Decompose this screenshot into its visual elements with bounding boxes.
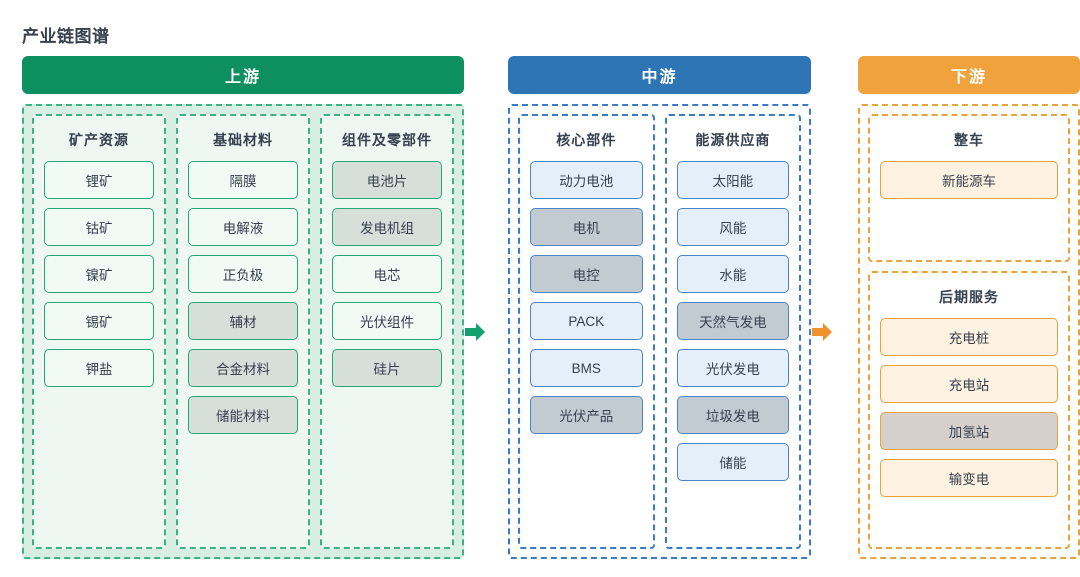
item-cathode-anode[interactable]: 正负极 [188,255,298,293]
item-pv-module[interactable]: 光伏组件 [332,302,442,340]
item-power-transmission[interactable]: 输变电 [880,459,1058,497]
group-title: 能源供应商 [695,132,771,148]
item-motor-controller[interactable]: 电控 [530,255,643,293]
group-title: 基础材料 [213,132,273,148]
item-solar-energy[interactable]: 太阳能 [676,161,790,199]
section-header-upstream: 上游 [22,56,464,94]
section-body-downstream: 整车 新能源车 后期服务 充电桩 充电站 加氢站 输变电 [858,104,1080,559]
group-vehicle[interactable]: 整车 新能源车 [868,114,1070,262]
item-electrolyte[interactable]: 电解液 [188,208,298,246]
item-pack[interactable]: PACK [530,302,643,340]
item-tin-ore[interactable]: 锡矿 [44,302,154,340]
item-new-energy-vehicle[interactable]: 新能源车 [880,161,1058,199]
item-waste-power[interactable]: 垃圾发电 [676,396,790,434]
item-pv-product[interactable]: 光伏产品 [530,396,643,434]
section-upstream: 上游 矿产资源 锂矿 钴矿 镍矿 锡矿 钾盐 基础材料 [22,56,464,559]
section-body-upstream: 矿产资源 锂矿 钴矿 镍矿 锡矿 钾盐 基础材料 隔膜 [22,104,464,559]
section-downstream: 下游 整车 新能源车 后期服务 充电桩 充电站 加氢站 [858,56,1080,559]
item-separator[interactable]: 隔膜 [188,161,298,199]
group-components-and-parts[interactable]: 组件及零部件 电池片 发电机组 电芯 光伏组件 硅片 [320,114,454,549]
item-wind-energy[interactable]: 风能 [676,208,790,246]
item-battery-cell[interactable]: 电芯 [332,255,442,293]
item-auxiliary-materials[interactable]: 辅材 [188,302,298,340]
group-mineral-resources[interactable]: 矿产资源 锂矿 钴矿 镍矿 锡矿 钾盐 [32,114,166,549]
item-alloy-materials[interactable]: 合金材料 [188,349,298,387]
item-energy-storage-materials[interactable]: 储能材料 [188,396,298,434]
item-pv-power[interactable]: 光伏发电 [676,349,790,387]
item-solar-cell[interactable]: 电池片 [332,161,442,199]
group-title: 后期服务 [939,289,1000,305]
item-silicon-wafer[interactable]: 硅片 [332,349,442,387]
group-title: 核心部件 [556,132,617,148]
item-motor[interactable]: 电机 [530,208,643,246]
group-title: 矿产资源 [69,132,129,148]
item-bms[interactable]: BMS [530,349,643,387]
item-energy-storage[interactable]: 储能 [676,443,790,481]
item-potash[interactable]: 钾盐 [44,349,154,387]
item-hydro-energy[interactable]: 水能 [676,255,790,293]
group-after-service[interactable]: 后期服务 充电桩 充电站 加氢站 输变电 [868,271,1070,549]
arrow-upstream-to-midstream [464,104,486,559]
item-natural-gas-power[interactable]: 天然气发电 [676,302,790,340]
group-core-components[interactable]: 核心部件 动力电池 电机 电控 PACK BMS 光伏产品 [518,114,655,549]
item-charging-pile[interactable]: 充电桩 [880,318,1058,356]
section-body-midstream: 核心部件 动力电池 电机 电控 PACK BMS 光伏产品 能源供应商 [508,104,812,559]
page-title: 产业链图谱 [22,27,110,46]
group-title: 组件及零部件 [342,132,432,148]
arrow-midstream-to-downstream [811,104,833,559]
group-basic-materials[interactable]: 基础材料 隔膜 电解液 正负极 辅材 合金材料 储能材料 [176,114,310,549]
item-nickel-ore[interactable]: 镍矿 [44,255,154,293]
section-header-midstream: 中游 [508,56,812,94]
item-cobalt-ore[interactable]: 钴矿 [44,208,154,246]
section-header-downstream: 下游 [858,56,1080,94]
item-charging-station[interactable]: 充电站 [880,365,1058,403]
chain-board: 上游 矿产资源 锂矿 钴矿 镍矿 锡矿 钾盐 基础材料 [0,56,1080,577]
item-hydrogen-station[interactable]: 加氢站 [880,412,1058,450]
item-lithium-ore[interactable]: 锂矿 [44,161,154,199]
group-energy-suppliers[interactable]: 能源供应商 太阳能 风能 水能 天然气发电 光伏发电 垃圾发电 储能 [664,114,802,549]
group-title: 整车 [954,132,985,148]
item-generator-set[interactable]: 发电机组 [332,208,442,246]
item-power-battery[interactable]: 动力电池 [530,161,643,199]
section-midstream: 中游 核心部件 动力电池 电机 电控 PACK BMS 光伏产品 [508,56,812,559]
